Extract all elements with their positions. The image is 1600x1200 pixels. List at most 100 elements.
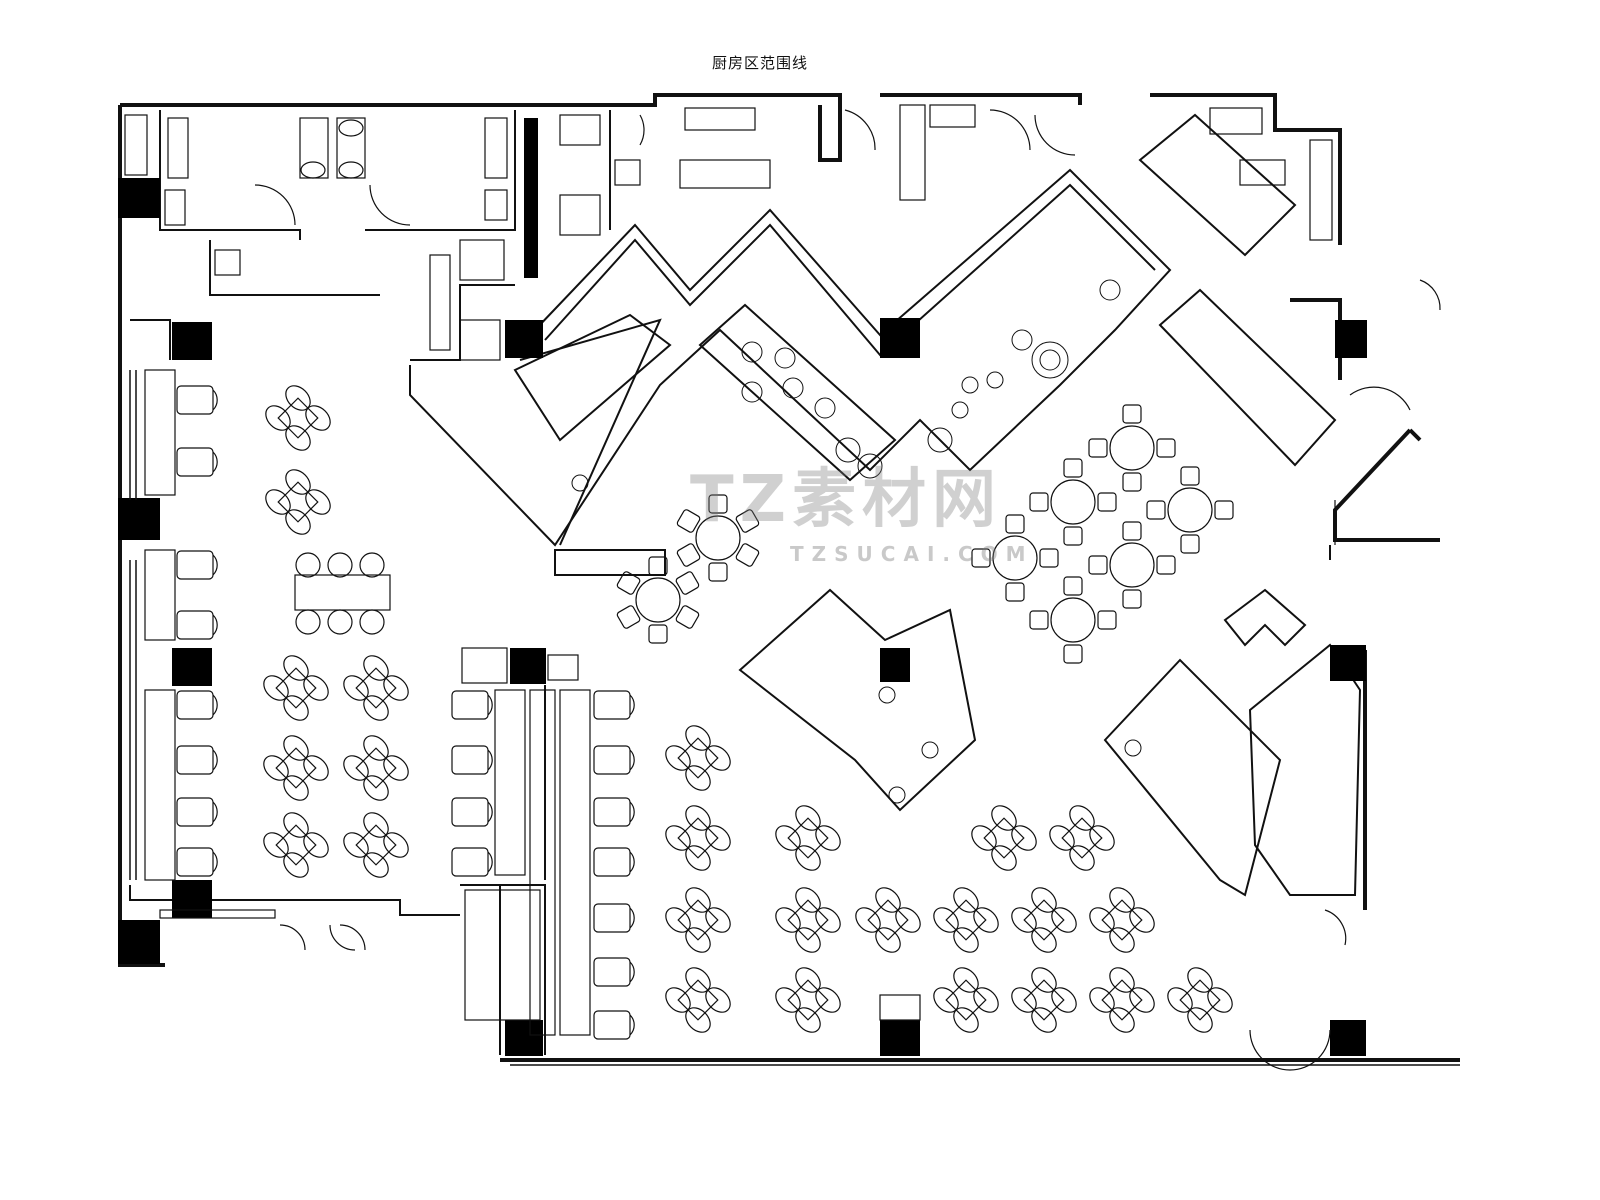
table-top [355, 667, 397, 709]
burner-ring [1124, 739, 1142, 757]
chair-seat [176, 690, 214, 720]
chair [735, 543, 760, 567]
chair [1088, 555, 1108, 575]
watermark-url: TZSUCAI.COM [790, 542, 1034, 566]
chair [705, 745, 731, 771]
chair [665, 907, 691, 933]
chair-back [629, 749, 635, 771]
chair [1005, 582, 1025, 602]
four-top-table [933, 887, 999, 953]
chair [1049, 825, 1075, 851]
chair [933, 907, 959, 933]
chair-back [629, 694, 635, 716]
chair [343, 755, 369, 781]
burner-ring [1011, 329, 1033, 351]
chair [708, 494, 728, 514]
booth-chair [176, 797, 218, 827]
chair [263, 675, 289, 701]
table-top [635, 577, 681, 623]
chair [895, 907, 921, 933]
chair [1214, 500, 1234, 520]
booth-chair [176, 847, 218, 877]
booth-chair [176, 550, 218, 580]
burner-ring [961, 376, 979, 394]
chair [1029, 492, 1049, 512]
round-table [1088, 521, 1176, 609]
chair-seat [593, 903, 631, 933]
chair [676, 543, 701, 567]
booth-chair [451, 847, 493, 877]
chair-back [629, 851, 635, 873]
table-top [695, 515, 741, 561]
structural-columns [118, 118, 1367, 1056]
burner-ring [774, 347, 796, 369]
chair [1156, 555, 1176, 575]
chair [616, 605, 641, 629]
chair [343, 832, 369, 858]
chair [1129, 907, 1155, 933]
booth-chair [176, 610, 218, 640]
chair [1039, 548, 1059, 568]
booth-chair [176, 385, 218, 415]
chair [1011, 987, 1037, 1013]
chair [305, 405, 331, 431]
chair-back [212, 694, 218, 716]
four-top-table [1167, 967, 1233, 1033]
four-top-table [775, 967, 841, 1033]
burner-ring [927, 427, 953, 453]
four-top-table [263, 655, 329, 721]
chair [303, 675, 329, 701]
chair [1180, 534, 1200, 554]
chair [265, 489, 291, 515]
chair [675, 605, 700, 629]
table-top [275, 667, 317, 709]
table-top [1101, 899, 1143, 941]
watermark-logo: TZ素材网 [690, 463, 1003, 537]
chair-seat [176, 745, 214, 775]
chair [1089, 987, 1115, 1013]
round-table [1029, 576, 1117, 664]
booth-seating [144, 369, 591, 1036]
chair-back [212, 801, 218, 823]
chair [1129, 987, 1155, 1013]
chair [705, 825, 731, 851]
chair [303, 832, 329, 858]
chair [855, 907, 881, 933]
chair [973, 907, 999, 933]
table-top [787, 899, 829, 941]
chair [648, 556, 668, 576]
booth-chair [593, 745, 635, 775]
table-top [677, 737, 719, 779]
table-top [1109, 425, 1155, 471]
chair [1089, 825, 1115, 851]
booth-chair [593, 903, 635, 933]
chair-seat [593, 1010, 631, 1040]
burner-ring [921, 741, 939, 759]
booth-chair [593, 847, 635, 877]
chair [665, 987, 691, 1013]
chair [383, 755, 409, 781]
chair [1011, 825, 1037, 851]
table-top [1050, 597, 1096, 643]
chair-seat [451, 745, 489, 775]
chair-seat [451, 797, 489, 827]
chair [1122, 404, 1142, 424]
chair-back [629, 1014, 635, 1036]
four-top-table [971, 805, 1037, 871]
burner-ring [835, 437, 861, 463]
table-top [677, 899, 719, 941]
chair [1063, 576, 1083, 596]
booth-chair [451, 745, 493, 775]
chair-back [212, 851, 218, 873]
four-top-table [665, 887, 731, 953]
chair [815, 987, 841, 1013]
chair-back [487, 801, 493, 823]
chair [1122, 472, 1142, 492]
chair-seat [593, 957, 631, 987]
table-top [1101, 979, 1143, 1021]
booth-chair [176, 745, 218, 775]
booth-chair [593, 797, 635, 827]
chair [973, 987, 999, 1013]
burner-ring [1039, 349, 1061, 371]
